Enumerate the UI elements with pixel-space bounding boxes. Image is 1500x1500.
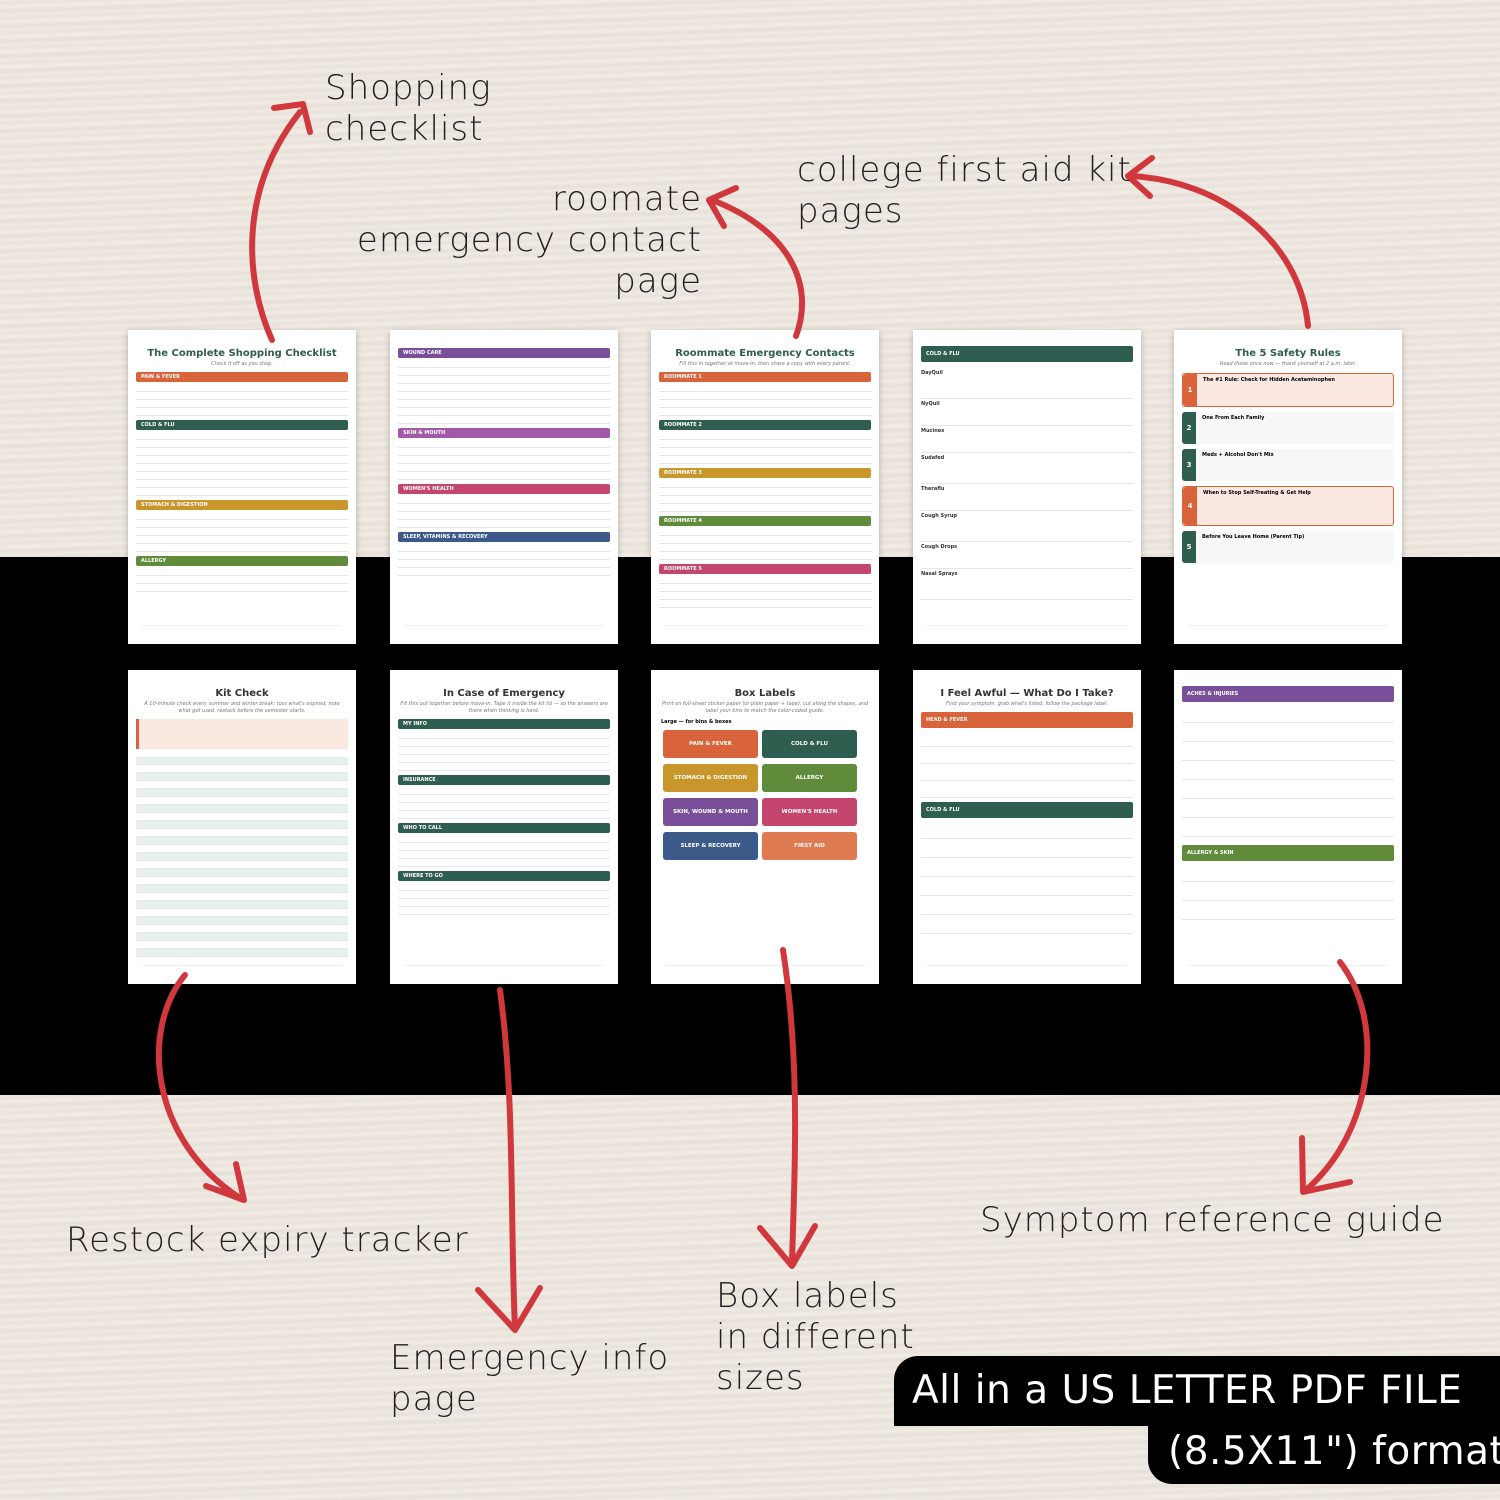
symptom-finder-page: I Feel Awful — What Do I Take? Find your… — [913, 670, 1141, 984]
med-row: Nasal Sprays — [921, 569, 1133, 600]
section-header: PAIN & FEVER — [136, 372, 348, 382]
arrow-emergency-info — [497, 987, 518, 1331]
box-label: PAIN & FEVER — [663, 730, 758, 758]
page-subtitle: Print on full-sheet sticker paper (or pl… — [661, 701, 869, 714]
arrow-shopping — [249, 109, 303, 343]
section-header: COLD & FLU — [136, 420, 348, 430]
section-header: WOMEN'S HEALTH — [398, 484, 610, 494]
section-header: ROOMMATE 1 — [659, 372, 871, 382]
page-footer — [927, 625, 1127, 636]
arrow-box-labels — [780, 947, 799, 1265]
box-label: SKIN, WOUND & MOUTH — [663, 798, 758, 826]
med-row: NyQuil — [921, 399, 1133, 426]
section-header: INSURANCE — [398, 775, 610, 785]
page-subtitle: Read these once now — thank yourself at … — [1219, 361, 1357, 367]
section-header: HEAD & FEVER — [921, 712, 1133, 728]
med-row: Cough Drops — [921, 542, 1133, 569]
page-footer — [665, 625, 865, 636]
section-header: ROOMMATE 4 — [659, 516, 871, 526]
med-row: Theraflu — [921, 484, 1133, 511]
callout-shopping-checklist: Shopping checklist — [325, 68, 492, 149]
med-row: Sudafed — [921, 453, 1133, 484]
page-footer — [927, 965, 1127, 976]
section-header: WOUND CARE — [398, 348, 610, 358]
box-label: SLEEP & RECOVERY — [663, 832, 758, 860]
med-row: Cough Syrup — [921, 511, 1133, 542]
shopping-checklist-page: The Complete Shopping Checklist Check it… — [128, 330, 356, 644]
section-header: ROOMMATE 2 — [659, 420, 871, 430]
page-subtitle: Fill this in together at move-in, then s… — [679, 361, 851, 367]
page-subtitle: Find your symptom, grab what's listed, f… — [946, 701, 1108, 707]
section-header: ALLERGY & SKIN — [1182, 845, 1394, 861]
section-header: MY INFO — [398, 719, 610, 729]
safety-rules-page: The 5 Safety Rules Read these once now —… — [1174, 330, 1402, 644]
box-label: COLD & FLU — [762, 730, 857, 758]
page-footer — [404, 965, 604, 976]
arrow-symptom — [1303, 959, 1371, 1193]
callout-emergency-info: Emergency info page — [390, 1338, 670, 1419]
page-title: Box Labels — [734, 688, 796, 699]
callout-first-aid-pages: college first aid kit pages — [797, 150, 1132, 231]
page-footer — [142, 625, 342, 636]
box-label: STOMACH & DIGESTION — [663, 764, 758, 792]
page-footer — [665, 965, 865, 976]
wound-care-checklist-page: WOUND CARE SKIN & MOUTH WOMEN'S HEALTH S… — [390, 330, 618, 644]
med-row: DayQuil — [921, 368, 1133, 399]
aches-allergy-guide-page: ACHES & INJURIES ALLERGY & SKIN — [1174, 670, 1402, 984]
box-label: ALLERGY — [762, 764, 857, 792]
section-header: ACHES & INJURIES — [1182, 686, 1394, 702]
section-header: ALLERGY — [136, 556, 348, 566]
arrow-restock — [156, 972, 243, 1201]
size-label: Large — for bins & boxes — [661, 719, 732, 725]
page-subtitle: Fill this out together before move-in. T… — [400, 701, 608, 714]
roommate-contacts-page: Roommate Emergency Contacts Fill this in… — [651, 330, 879, 644]
callout-restock-tracker: Restock expiry tracker — [66, 1220, 469, 1260]
cold-flu-guide-page: COLD & FLU DayQuil NyQuil Mucinex Sudafe… — [913, 330, 1141, 644]
page-title: Roommate Emergency Contacts — [675, 348, 855, 359]
callout-box-labels: Box labels in different sizes — [716, 1276, 915, 1398]
page-title: The 5 Safety Rules — [1235, 348, 1341, 359]
page-subtitle: Check it off as you shop. — [211, 361, 273, 367]
section-header: ROOMMATE 3 — [659, 468, 871, 478]
page-title: I Feel Awful — What Do I Take? — [940, 688, 1114, 699]
section-header: COLD & FLU — [921, 802, 1133, 818]
med-row: Mucinex — [921, 426, 1133, 453]
page-footer — [142, 965, 342, 976]
page-title: The Complete Shopping Checklist — [147, 348, 337, 359]
section-header: ROOMMATE 5 — [659, 564, 871, 574]
box-labels-page: Box Labels Print on full-sheet sticker p… — [651, 670, 879, 984]
section-header: WHERE TO GO — [398, 871, 610, 881]
callout-roommate-contact: roomate emergency contact page — [356, 179, 702, 301]
page-title: Kit Check — [215, 688, 269, 699]
callout-symptom-guide: Symptom reference guide — [980, 1200, 1445, 1240]
arrow-first-aid — [1127, 173, 1311, 329]
page-subtitle: A 10-minute check every summer and winte… — [144, 701, 340, 714]
arrow-roommate — [709, 197, 806, 339]
in-case-of-emergency-page: In Case of Emergency Fill this out toget… — [390, 670, 618, 984]
kit-check-page: Kit Check A 10-minute check every summer… — [128, 670, 356, 984]
page-footer — [1188, 625, 1388, 636]
section-header: STOMACH & DIGESTION — [136, 500, 348, 510]
format-badge-line2: (8.5X11") format — [1148, 1420, 1500, 1484]
section-header: COLD & FLU — [921, 346, 1133, 362]
section-header: WHO TO CALL — [398, 823, 610, 833]
format-badge-line1: All in a US LETTER PDF FILE — [894, 1356, 1500, 1426]
section-header: SKIN & MOUTH — [398, 428, 610, 438]
page-footer — [1188, 965, 1388, 976]
box-label: FIRST AID — [762, 832, 857, 860]
page-footer — [404, 625, 604, 636]
box-label: WOMEN'S HEALTH — [762, 798, 857, 826]
page-title: In Case of Emergency — [443, 688, 565, 699]
section-header: SLEEP, VITAMINS & RECOVERY — [398, 532, 610, 542]
